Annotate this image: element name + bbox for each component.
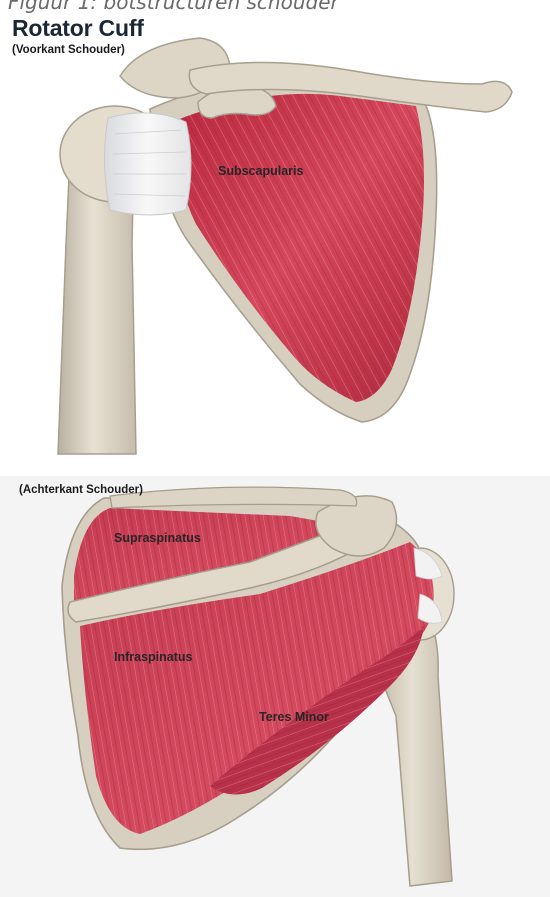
back-shoulder-illustration — [0, 476, 550, 897]
infraspinatus-label: Infraspinatus — [114, 650, 193, 664]
front-view-panel: Rotator Cuff (Voorkant Schouder) Subscap… — [0, 14, 550, 460]
front-view-label: (Voorkant Schouder) — [12, 44, 125, 56]
supraspinatus-label: Supraspinatus — [114, 531, 201, 545]
diagram-title: Rotator Cuff — [12, 15, 144, 42]
clavicle-bone — [110, 487, 357, 508]
teres-minor-label: Teres Minor — [259, 710, 329, 724]
subscapularis-tendon — [104, 113, 191, 215]
figure-caption: Figuur 1: botstructuren schouder — [8, 0, 339, 14]
subscapularis-label: Subscapularis — [218, 164, 303, 178]
back-view-label: (Achterkant Schouder) — [19, 484, 143, 496]
back-view-panel: (Achterkant Schouder) Supraspinatus Infr… — [0, 476, 550, 897]
front-shoulder-illustration — [0, 14, 550, 460]
